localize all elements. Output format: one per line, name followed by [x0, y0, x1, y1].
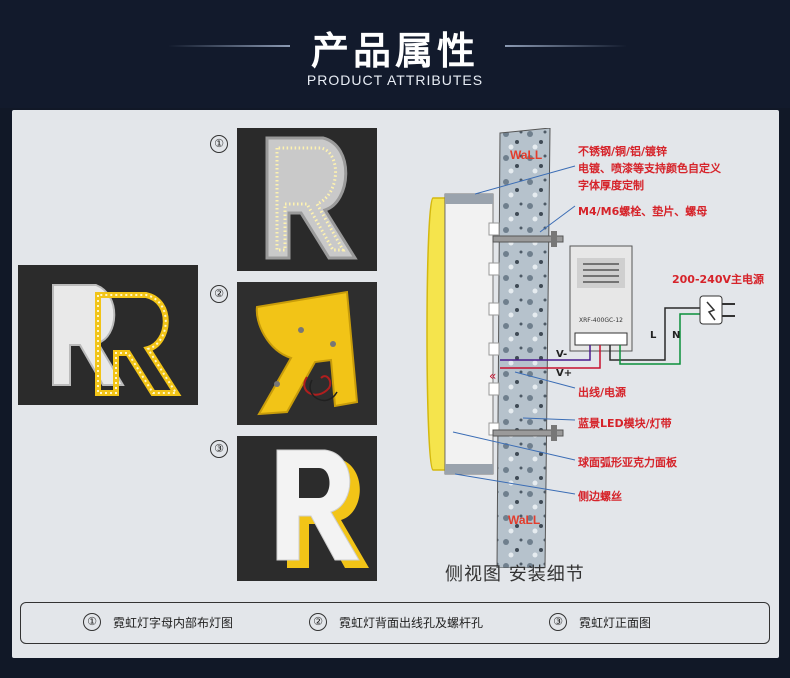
pointer-bolts — [539, 205, 576, 233]
power-plug-icon — [699, 295, 735, 325]
photo-back-holes — [237, 282, 377, 425]
led-modules — [488, 222, 500, 436]
label-vplus: V+ — [556, 368, 573, 379]
photo-front-face — [237, 436, 377, 581]
page-subtitle: PRODUCT ATTRIBUTES — [306, 72, 484, 88]
wire-vplus — [500, 345, 601, 369]
label-material-2: 电镀、喷漆等支持颜色自定义 — [578, 162, 721, 175]
wall-label-top: WaLL — [510, 148, 543, 162]
label-material-3: 字体厚度定制 — [578, 179, 644, 192]
label-bolts: M4/M6螺栓、垫片、螺母 — [578, 205, 708, 218]
overview-letter-photo — [18, 265, 198, 405]
marker-3: ③ — [210, 440, 228, 458]
wall-label-bottom: WaLL — [508, 513, 541, 527]
side-view-diagram: XRF-400GC-12 « — [405, 128, 775, 568]
legend-label-3: 霓虹灯正面图 — [579, 615, 652, 630]
label-led: 蓝景LED模块/灯带 — [578, 417, 672, 430]
label-material-1: 不锈钢/铜/铝/镀锌 — [578, 145, 668, 158]
power-supply-box: XRF-400GC-12 — [569, 245, 633, 352]
wall-section — [496, 128, 551, 568]
pointer-cable — [514, 371, 576, 389]
label-N: N — [672, 330, 681, 341]
diagram-caption: 侧视图 安装细节 — [445, 564, 585, 585]
label-power: 200-240V主电源 — [672, 273, 765, 286]
wire-vminus — [500, 345, 591, 361]
legend-box: ① 霓虹灯字母内部布灯图 ② 霓虹灯背面出线孔及螺杆孔 ③ 霓虹灯正面图 — [20, 602, 770, 644]
pointer-screw — [454, 473, 576, 495]
marker-2: ② — [210, 285, 228, 303]
legend-label-1: 霓虹灯字母内部布灯图 — [113, 615, 234, 630]
label-vminus: V- — [556, 349, 568, 360]
mounting-bolts — [492, 231, 564, 441]
title-divider-left — [168, 45, 290, 47]
letter-body — [444, 193, 494, 475]
legend-item-2: ② 霓虹灯背面出线孔及螺杆孔 — [309, 613, 483, 631]
legend-item-1: ① 霓虹灯字母内部布灯图 — [83, 613, 233, 631]
title-divider-right — [505, 45, 627, 47]
pointer-material — [474, 165, 576, 195]
svg-text:XRF-400GC-12: XRF-400GC-12 — [579, 317, 623, 324]
label-L: L — [650, 330, 657, 341]
pointer-acrylic — [452, 431, 576, 461]
page-title: 产品属性 — [310, 29, 479, 73]
header-band: 产品属性 PRODUCT ATTRIBUTES — [0, 0, 790, 108]
pointer-led — [522, 417, 576, 421]
svg-text:«: « — [489, 369, 496, 383]
legend-item-3: ③ 霓虹灯正面图 — [549, 613, 651, 631]
wire-mains-n — [619, 313, 700, 365]
wire-mains-l — [609, 307, 700, 361]
label-cable: 出线/电源 — [578, 386, 627, 399]
legend-num-3: ③ — [549, 613, 567, 631]
legend-num-2: ② — [309, 613, 327, 631]
marker-1: ① — [210, 135, 228, 153]
legend-num-1: ① — [83, 613, 101, 631]
photo-internal-leds — [237, 128, 377, 271]
acrylic-panel — [426, 197, 446, 471]
label-screw: 侧边螺丝 — [578, 490, 622, 503]
legend-label-2: 霓虹灯背面出线孔及螺杆孔 — [339, 615, 484, 630]
label-acrylic: 球面弧形亚克力面板 — [578, 456, 677, 469]
